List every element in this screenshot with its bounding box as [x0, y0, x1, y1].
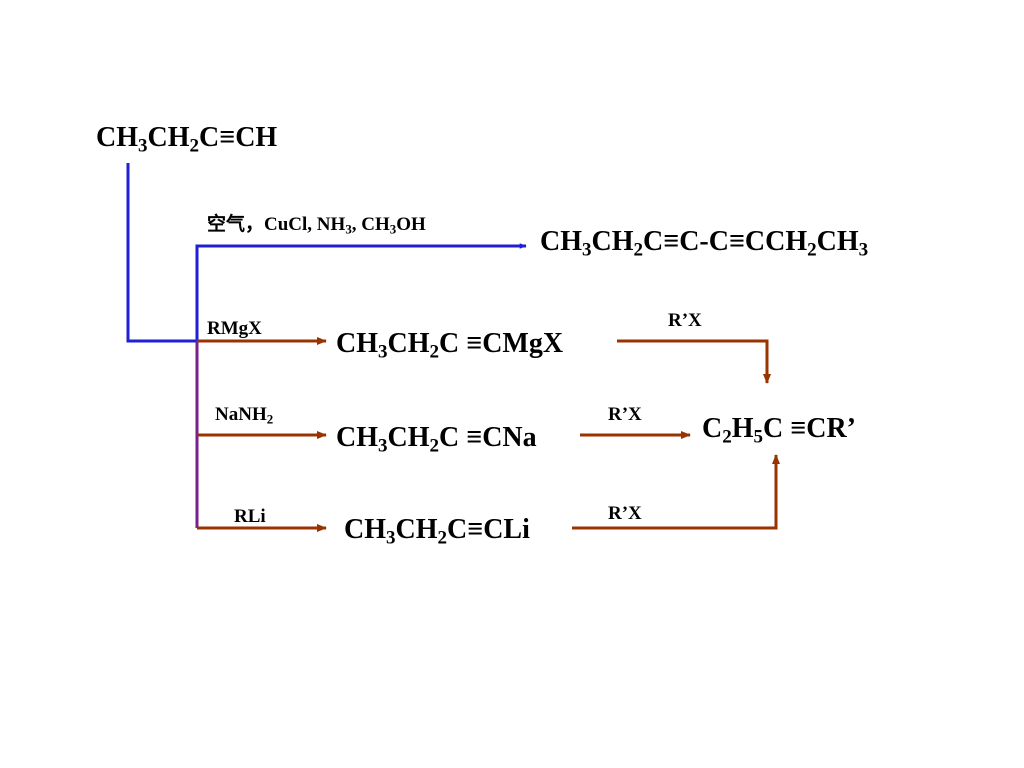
- formula-subscript: 3: [345, 221, 352, 237]
- formula-subscript: 2: [189, 135, 200, 157]
- starting-alkyne: CH3CH2C≡CH: [96, 122, 278, 156]
- formula-segment: CH: [540, 226, 582, 257]
- alkylation-reagent-1: R’X: [668, 311, 702, 330]
- grignard-product: CH3CH2C ≡CMgX: [336, 328, 564, 362]
- formula-segment: C≡C-C≡CCH: [643, 226, 808, 257]
- formula-segment: CH: [816, 226, 859, 257]
- grignard-alkylation-arrow: [617, 339, 771, 384]
- alkylation-reagent-2: R’X: [608, 405, 642, 424]
- formula-segment: CuCl, NH: [264, 214, 346, 235]
- formula-segment: C ≡CNa: [439, 422, 537, 453]
- rli-reagent-label: RLi: [234, 507, 266, 526]
- lithium-acetylide-product: CH3CH2C≡CLi: [344, 514, 530, 548]
- formula-segment: H: [731, 413, 754, 444]
- formula-segment: OH: [396, 214, 426, 235]
- final-alkyne-product: C2H5C ≡CR’: [702, 413, 856, 447]
- formula-subscript: 2: [437, 527, 448, 549]
- alkylation-reagent-3: R’X: [608, 504, 642, 523]
- formula-segment: CH: [591, 226, 634, 257]
- diyne-product: CH3CH2C≡C-C≡CCH2CH3: [540, 226, 868, 260]
- formula-subscript: 2: [429, 341, 440, 363]
- formula-segment: 空气，: [207, 214, 265, 235]
- formula-segment: R’X: [608, 503, 642, 524]
- nanh2-reagent-label: NaNH2: [215, 404, 274, 427]
- formula-segment: CH: [395, 514, 438, 545]
- formula-segment: C: [702, 413, 723, 444]
- sodium-acetylide-product: CH3CH2C ≡CNa: [336, 422, 537, 456]
- formula-subscript: 3: [389, 221, 397, 237]
- formula-subscript: 2: [633, 239, 644, 261]
- formula-subscript: 3: [582, 239, 592, 261]
- formula-segment: CH: [344, 514, 386, 545]
- formula-subscript: 2: [722, 426, 732, 448]
- formula-subscript: 2: [266, 411, 274, 427]
- formula-subscript: 3: [378, 341, 388, 363]
- formula-segment: , CH: [351, 214, 390, 235]
- formula-segment: C≡CH: [199, 122, 278, 153]
- rmgx-reagent-label: RMgX: [207, 319, 262, 338]
- formula-segment: CH: [336, 422, 378, 453]
- start-vertical-line: [126, 163, 197, 343]
- lithium-alkylation-arrow: [572, 454, 780, 530]
- formula-segment: RMgX: [207, 318, 262, 339]
- formula-subscript: 3: [138, 135, 148, 157]
- formula-segment: R’X: [608, 404, 642, 425]
- formula-segment: CH: [387, 422, 430, 453]
- formula-segment: CH: [336, 328, 378, 359]
- formula-segment: RLi: [234, 506, 266, 527]
- formula-segment: CH: [96, 122, 138, 153]
- coupling-reagents-label: 空气，CuCl, NH3, CH3OH: [207, 214, 426, 237]
- formula-subscript: 3: [378, 435, 388, 457]
- formula-subscript: 3: [386, 527, 396, 549]
- formula-subscript: 2: [807, 239, 817, 261]
- formula-segment: NaNH: [215, 404, 267, 425]
- formula-segment: CH: [387, 328, 430, 359]
- formula-segment: C≡CLi: [447, 514, 530, 545]
- formula-segment: C ≡CR’: [763, 413, 856, 444]
- formula-subscript: 3: [858, 239, 869, 261]
- formula-subscript: 5: [753, 426, 764, 448]
- formula-segment: CH: [147, 122, 190, 153]
- formula-segment: R’X: [668, 310, 702, 331]
- formula-segment: C ≡CMgX: [439, 328, 564, 359]
- coupling-arrow: [195, 243, 527, 341]
- formula-subscript: 2: [429, 435, 440, 457]
